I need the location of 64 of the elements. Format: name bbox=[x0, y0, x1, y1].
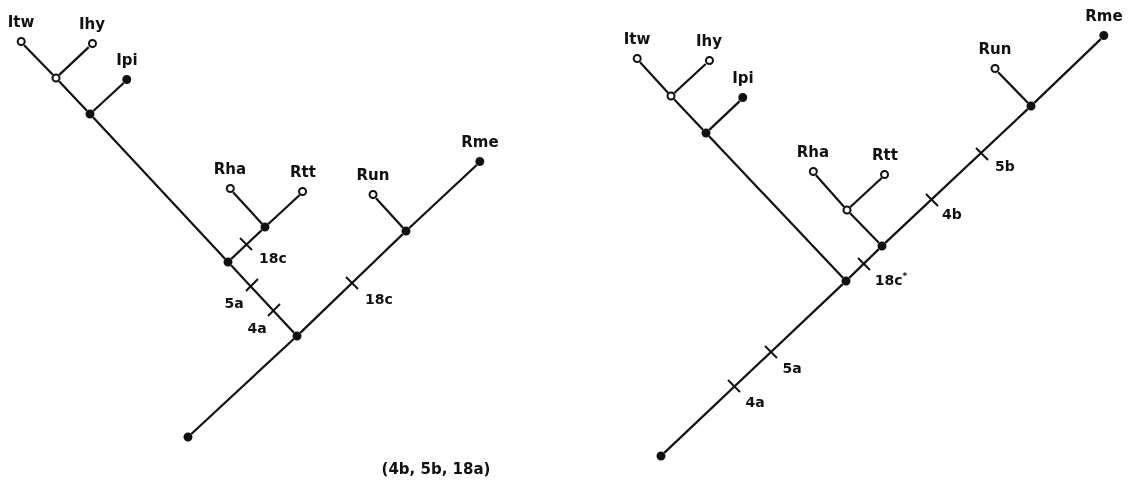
branch-line bbox=[884, 108, 1029, 244]
filled-branch-dot bbox=[656, 451, 666, 461]
character-label: 18c bbox=[365, 292, 393, 306]
character-label: 5b bbox=[995, 159, 1015, 173]
branch-line bbox=[708, 100, 741, 131]
character-label: 4a bbox=[745, 395, 765, 409]
branch-line bbox=[92, 82, 125, 112]
branch-line bbox=[267, 194, 301, 225]
branch-line bbox=[1033, 38, 1102, 104]
character-label: 4b bbox=[942, 207, 962, 221]
character-label: 18c bbox=[259, 251, 287, 265]
taxon-label: Itw bbox=[623, 32, 651, 47]
branch-line bbox=[849, 212, 880, 244]
branch-line bbox=[190, 338, 295, 435]
branch-line bbox=[673, 63, 707, 94]
taxon-label: Rtt bbox=[290, 165, 316, 180]
branch-line bbox=[230, 264, 295, 334]
taxon-label: Ihy bbox=[79, 17, 105, 32]
branch-line bbox=[92, 116, 226, 260]
branch-line bbox=[639, 61, 669, 94]
open-branch-dot bbox=[842, 205, 852, 215]
filled-branch-dot bbox=[841, 276, 851, 286]
branch-line bbox=[232, 191, 263, 225]
taxon-label: Rha bbox=[213, 162, 247, 177]
branch-line bbox=[58, 46, 90, 76]
open-branch-dot bbox=[666, 91, 676, 101]
branch-line bbox=[58, 80, 88, 112]
character-label: 5a bbox=[782, 361, 802, 375]
taxon-label: Rme bbox=[1085, 9, 1123, 24]
branch-line bbox=[708, 135, 844, 279]
character-label: 5a bbox=[224, 296, 244, 310]
branch-line bbox=[375, 197, 404, 229]
taxon-label: Ihy bbox=[696, 34, 722, 49]
filled-branch-dot bbox=[223, 257, 233, 267]
filled-branch-dot bbox=[292, 331, 302, 341]
taxon-label: Rtt bbox=[872, 148, 898, 163]
branch-line bbox=[815, 174, 845, 208]
taxon-label: Run bbox=[356, 168, 390, 183]
branch-line bbox=[849, 177, 883, 208]
filled-branch-dot bbox=[877, 241, 887, 251]
branch-line bbox=[299, 233, 404, 334]
note-text: (4b, 5b, 18a) bbox=[381, 461, 491, 477]
filled-branch-dot bbox=[183, 432, 193, 442]
branch-line bbox=[673, 98, 704, 131]
taxon-label: Rha bbox=[796, 145, 830, 160]
filled-branch-dot bbox=[1026, 101, 1036, 111]
filled-branch-dot bbox=[260, 222, 270, 232]
open-branch-dot bbox=[51, 73, 61, 83]
branch-line bbox=[663, 283, 844, 454]
taxon-label: Ipi bbox=[116, 53, 138, 68]
character-label: 4a bbox=[247, 321, 267, 335]
branch-line bbox=[408, 164, 478, 229]
branch-line bbox=[230, 229, 263, 260]
filled-branch-dot bbox=[701, 128, 711, 138]
taxon-label: Run bbox=[978, 42, 1012, 57]
taxon-label: Itw bbox=[7, 15, 35, 30]
filled-branch-dot bbox=[85, 109, 95, 119]
filled-branch-dot bbox=[401, 226, 411, 236]
taxon-label: Ipi bbox=[732, 71, 754, 86]
branch-line bbox=[997, 71, 1029, 104]
branch-line bbox=[23, 44, 54, 76]
branch-line bbox=[848, 248, 880, 279]
taxon-label: Rme bbox=[461, 135, 499, 150]
character-label: 18c$^{*}$ bbox=[874, 273, 908, 287]
